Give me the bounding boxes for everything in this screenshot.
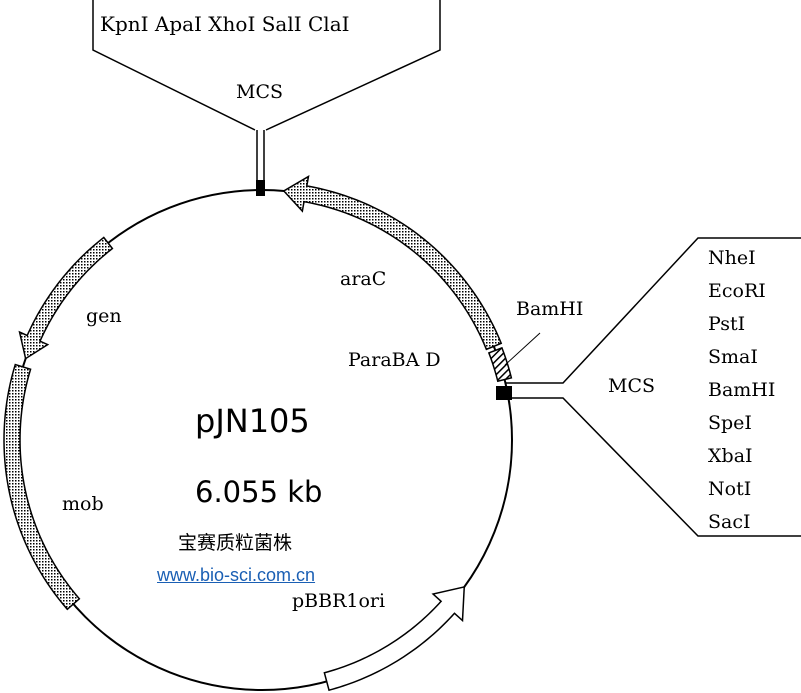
bamhi-label: BamHI <box>516 298 584 320</box>
bamhi-pointer <box>504 332 541 366</box>
site-ecori: EcoRI <box>708 280 766 302</box>
site-smai: SmaI <box>708 346 758 368</box>
site-xbai: XbaI <box>708 445 753 467</box>
site-nhei: NheI <box>708 247 756 269</box>
mob-label: mob <box>62 493 104 515</box>
right-mcs-label: MCS <box>608 375 656 397</box>
right-mcs-marker <box>496 386 512 400</box>
gen-label: gen <box>86 305 122 327</box>
top-mcs-label: MCS <box>236 81 284 103</box>
plasmid-name: pJN105 <box>195 402 310 440</box>
ori-label: pBBR1ori <box>292 590 386 612</box>
arac-label: araC <box>340 268 387 290</box>
plasmid-size: 6.055 kb <box>195 475 323 509</box>
site-noti: NotI <box>708 478 752 500</box>
mob-block <box>3 363 81 611</box>
site-psti: PstI <box>708 313 746 335</box>
site-bamhi: BamHI <box>708 379 776 401</box>
site-saci: SacI <box>708 511 751 533</box>
top-mcs-sites: KpnI ApaI XhoI SalI ClaI <box>100 12 350 36</box>
watermark-company: 宝赛质粒菌株 <box>178 532 293 554</box>
right-mcs-callout <box>505 237 801 384</box>
top-mcs-callout <box>92 0 256 131</box>
parabad-promoter <box>487 346 513 383</box>
parabad-label: ParaBA D <box>348 349 441 371</box>
top-mcs-callout <box>265 0 441 131</box>
pbbr1ori-arrow <box>323 585 466 692</box>
right-mcs-callout <box>505 397 801 537</box>
gen-arrow <box>18 236 114 360</box>
arac-arrow <box>282 174 503 351</box>
watermark-url[interactable]: www.bio-sci.com.cn <box>157 565 316 585</box>
right-mcs-site-list: NheI EcoRI PstI SmaI BamHI SpeI XbaI Not… <box>708 242 775 539</box>
site-spei: SpeI <box>708 412 752 434</box>
top-mcs-marker <box>256 180 265 196</box>
